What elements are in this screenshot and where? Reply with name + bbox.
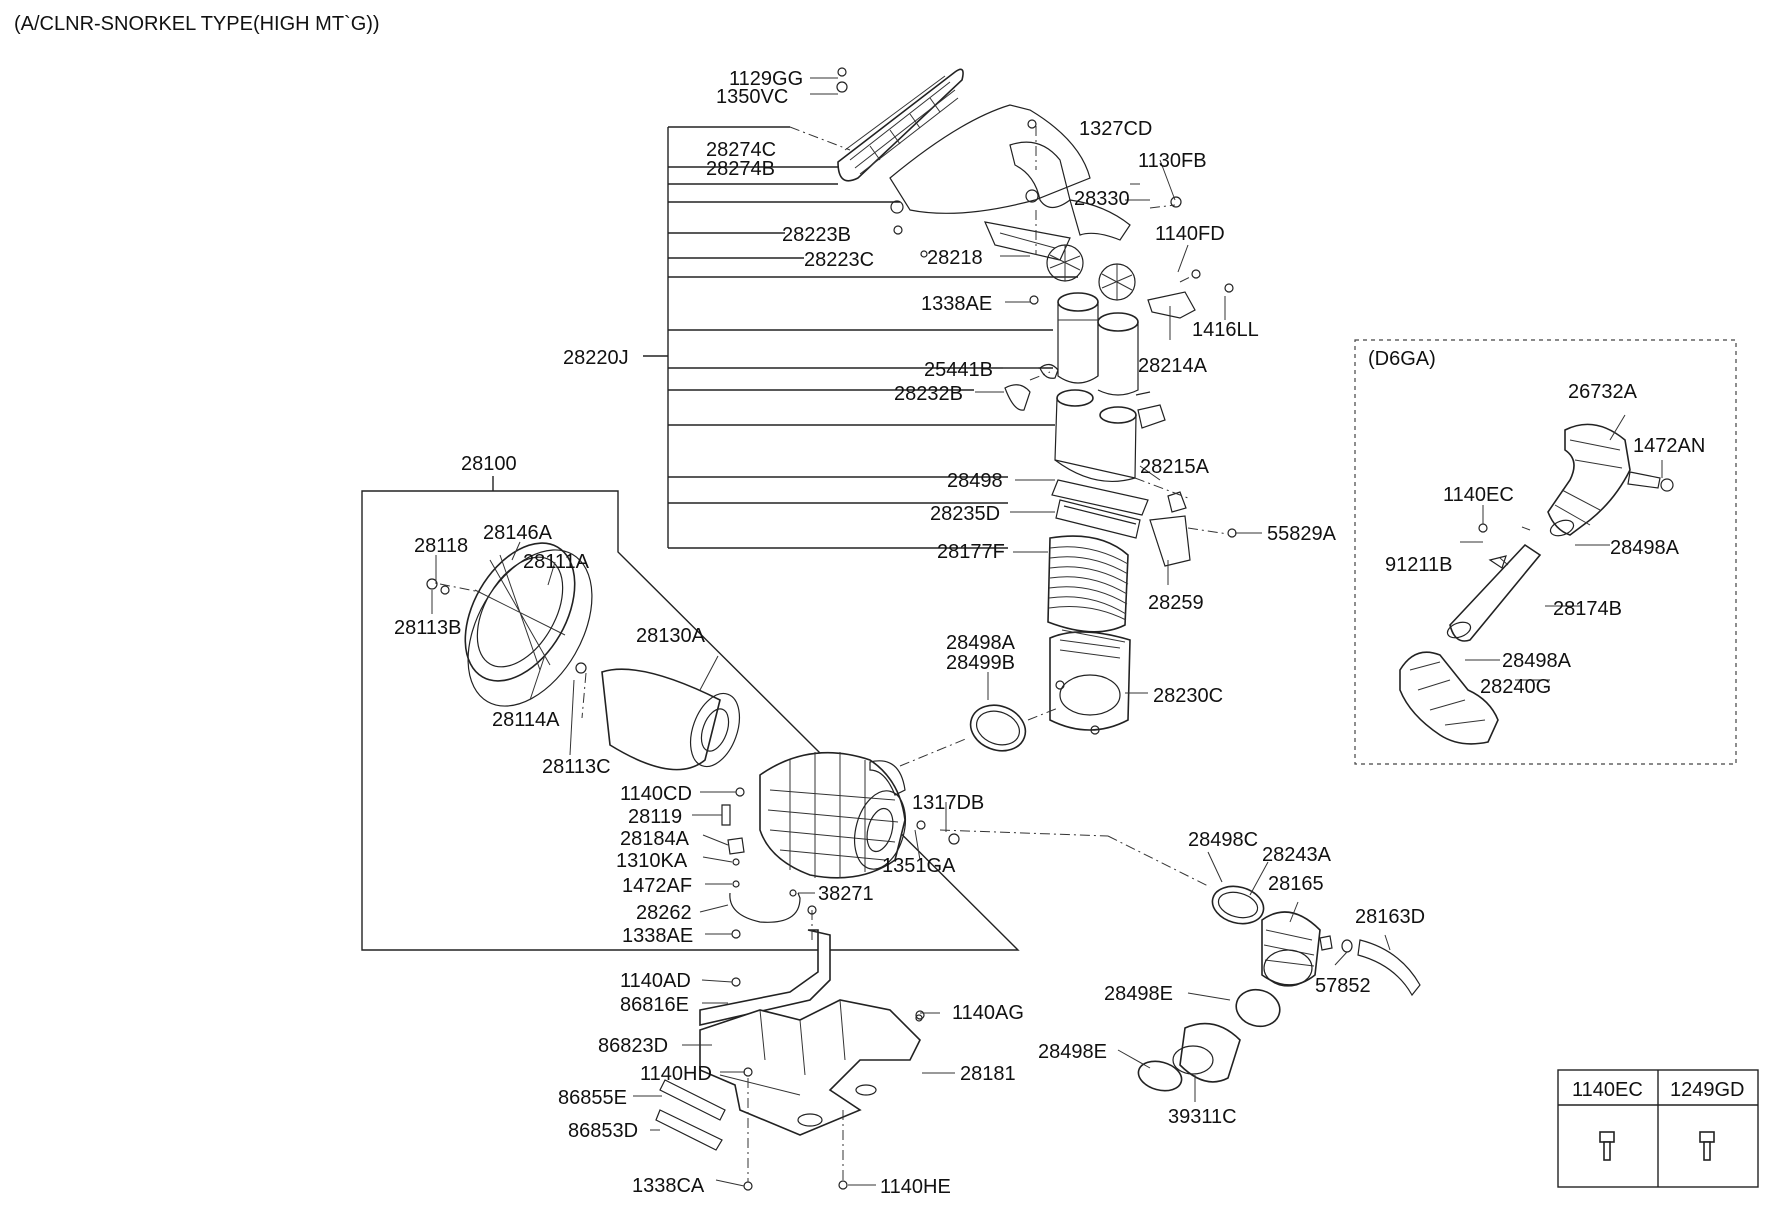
part-label: 28215A: [1140, 456, 1210, 478]
part-label: 28113C: [542, 756, 611, 778]
part-label: 1338AE: [622, 925, 693, 947]
part-label: 55829A: [1267, 523, 1337, 545]
air-cleaner-parts: [426, 542, 1131, 939]
part-label: 28498E: [1104, 983, 1173, 1005]
part-label: 1140AD: [620, 970, 691, 992]
part-label: 28114A: [492, 709, 560, 731]
part-label: 28499B: [946, 652, 1015, 674]
table-header: 1140EC: [1572, 1079, 1643, 1101]
part-label: (D6GA): [1368, 348, 1436, 370]
part-label: 28230C: [1153, 685, 1223, 707]
part-label: 1140HE: [880, 1176, 951, 1198]
part-label: 1140FD: [1155, 223, 1225, 245]
part-label: 28214A: [1138, 355, 1208, 377]
part-label: 1140AG: [952, 1002, 1024, 1024]
air-cleaner-group-box: [361, 476, 1020, 951]
part-label: 28174B: [1553, 598, 1622, 620]
fastener-table: [1557, 1069, 1759, 1188]
part-label: 1327CD: [1079, 118, 1152, 140]
part-label: 28243A: [1262, 844, 1332, 866]
part-label: 28232B: [894, 383, 963, 405]
part-label: 1472AF: [622, 875, 692, 897]
leader-lines: [431, 77, 1391, 1187]
part-label: 28498A: [1610, 537, 1680, 559]
part-label: 1317DB: [912, 792, 984, 814]
part-label: 39311C: [1168, 1106, 1237, 1128]
part-label: 28100: [461, 453, 517, 475]
part-label: 28498C: [1188, 829, 1258, 851]
part-label: 28262: [636, 902, 692, 924]
part-label: 1140HD: [640, 1063, 712, 1085]
part-label: 28130A: [636, 625, 706, 647]
part-label: 1338AE: [921, 293, 992, 315]
part-label: 28119: [628, 806, 682, 828]
part-label: 1310KA: [616, 850, 688, 872]
part-label: 28498A: [1502, 650, 1572, 672]
part-label: 28259: [1148, 592, 1204, 614]
part-label: 28498A: [946, 632, 1016, 654]
part-label: 86855E: [558, 1087, 627, 1109]
part-label: 28498: [947, 470, 1003, 492]
part-label: 28498E: [1038, 1041, 1107, 1063]
part-label: 28113B: [394, 617, 461, 639]
part-label: 1140CD: [620, 783, 692, 805]
part-label: 28223B: [782, 224, 851, 246]
part-label: 28146A: [483, 522, 553, 544]
part-label: 1140EC: [1443, 484, 1514, 506]
part-label: 28165: [1268, 873, 1324, 895]
outlet-hose-parts: [939, 829, 1421, 1092]
part-label: 28163D: [1355, 906, 1425, 928]
part-label: 86823D: [598, 1035, 668, 1057]
part-label: 28330: [1074, 188, 1130, 210]
part-label: 26732A: [1568, 381, 1638, 403]
snorkel-head-parts: [789, 67, 1234, 319]
part-labels: 1129GG 1350VC 1327CD 28274C 28274B 1130F…: [394, 68, 1745, 1198]
part-label: 1338CA: [632, 1175, 705, 1197]
part-label: 1129GG: [729, 68, 803, 90]
group-28220j-bracket: [643, 126, 1078, 549]
part-label: 28274B: [706, 158, 775, 180]
diagram-title: (A/CLNR-SNORKEL TYPE(HIGH MT`G)): [14, 13, 380, 35]
part-label: 25441B: [924, 359, 993, 381]
part-label: 86816E: [620, 994, 689, 1016]
table-header: 1249GD: [1670, 1079, 1745, 1101]
part-label: 28218: [927, 247, 983, 269]
bolt-icon: [1699, 1131, 1715, 1161]
part-label: 28235D: [930, 503, 1000, 525]
mounting-bracket-parts: [655, 905, 925, 1191]
part-label: 28184A: [620, 828, 690, 850]
part-label: 28220J: [563, 347, 629, 369]
part-label: 1130FB: [1138, 150, 1207, 172]
part-label: 1350VC: [716, 86, 788, 108]
part-label: 57852: [1315, 975, 1371, 997]
part-label: 28240G: [1480, 676, 1551, 698]
part-label: 91211B: [1385, 554, 1452, 576]
part-label: 28118: [414, 535, 468, 557]
part-label: 86853D: [568, 1120, 638, 1142]
part-label: 28223C: [804, 249, 874, 271]
bolt-icon: [1599, 1131, 1615, 1161]
part-label: 1416LL: [1192, 319, 1259, 341]
snorkel-duct-parts: [1004, 292, 1237, 633]
part-label: 1351GA: [882, 855, 956, 877]
part-label: 28274C: [706, 139, 776, 161]
part-label: 28177F: [937, 541, 1005, 563]
d6ga-inset: [1354, 339, 1737, 765]
part-label: 28111A: [523, 551, 590, 573]
part-label: 28181: [960, 1063, 1016, 1085]
part-label: 1472AN: [1633, 435, 1705, 457]
part-label: 38271: [818, 883, 874, 905]
